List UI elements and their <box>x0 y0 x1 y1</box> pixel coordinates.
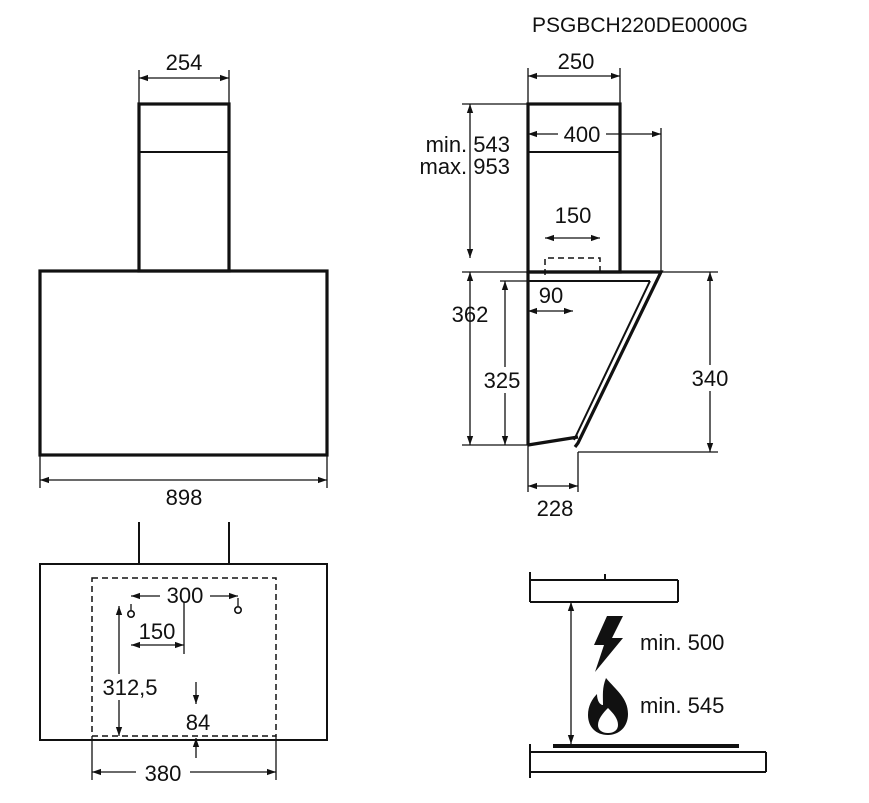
mounting-hole-icon <box>127 604 136 618</box>
dim-bottom-offset: 84 <box>186 710 210 735</box>
dim-hood-height-total: 362 <box>452 302 489 327</box>
dim-chimney-height-min: min. 543 <box>426 132 510 157</box>
model-title: PSGBCH220DE0000G <box>532 14 748 37</box>
label-mask <box>558 119 606 145</box>
label-mask <box>95 674 165 700</box>
front-hood-body <box>38 269 329 457</box>
hood-sloped-front <box>528 270 664 448</box>
label-mask <box>685 365 735 391</box>
side-view: 250 400 min. 543 max. 953 150 90 362 325 <box>420 49 735 521</box>
label-mask <box>160 582 210 608</box>
dim-outlet-width: 150 <box>555 203 592 228</box>
dim-chimney-width: 254 <box>166 50 203 75</box>
clearance-electric-min: min. 500 <box>640 630 724 655</box>
dim-chimney-depth: 250 <box>558 49 595 74</box>
dim-hood-height-front: 340 <box>692 366 729 391</box>
hood-glass-edge <box>573 280 651 441</box>
bracket-outline-dashed <box>91 577 277 737</box>
dim-hood-width: 898 <box>166 485 203 510</box>
front-chimney <box>137 102 231 273</box>
dim-hood-height-back: 325 <box>484 368 521 393</box>
hood-bottom <box>527 435 579 447</box>
mounting-view: 300 150 312,5 84 380 <box>39 522 328 786</box>
dim-chimney-height-max: max. 953 <box>420 154 511 179</box>
label-mask <box>136 758 190 786</box>
dim-bottom-depth: 228 <box>537 496 574 521</box>
outlet-hidden-line <box>544 257 601 275</box>
front-view: 254 898 <box>38 50 329 510</box>
lightning-icon <box>594 616 623 672</box>
dim-hole-height: 312,5 <box>102 675 157 700</box>
flame-icon <box>588 678 628 735</box>
dim-bracket-width: 380 <box>145 761 182 786</box>
dim-hole-offset: 150 <box>139 619 176 644</box>
dim-depth-to-top: 400 <box>564 122 601 147</box>
clearance-gas-min: min. 545 <box>640 693 724 718</box>
hood-outline-top <box>39 563 328 741</box>
clearance-view: min. 500 min. 545 <box>529 572 767 778</box>
label-mask <box>478 367 526 393</box>
mounting-hole-icon <box>234 598 243 614</box>
dim-hole-spacing: 300 <box>167 583 204 608</box>
dim-outlet-offset: 90 <box>539 283 563 308</box>
cooktop-surface <box>553 744 739 748</box>
